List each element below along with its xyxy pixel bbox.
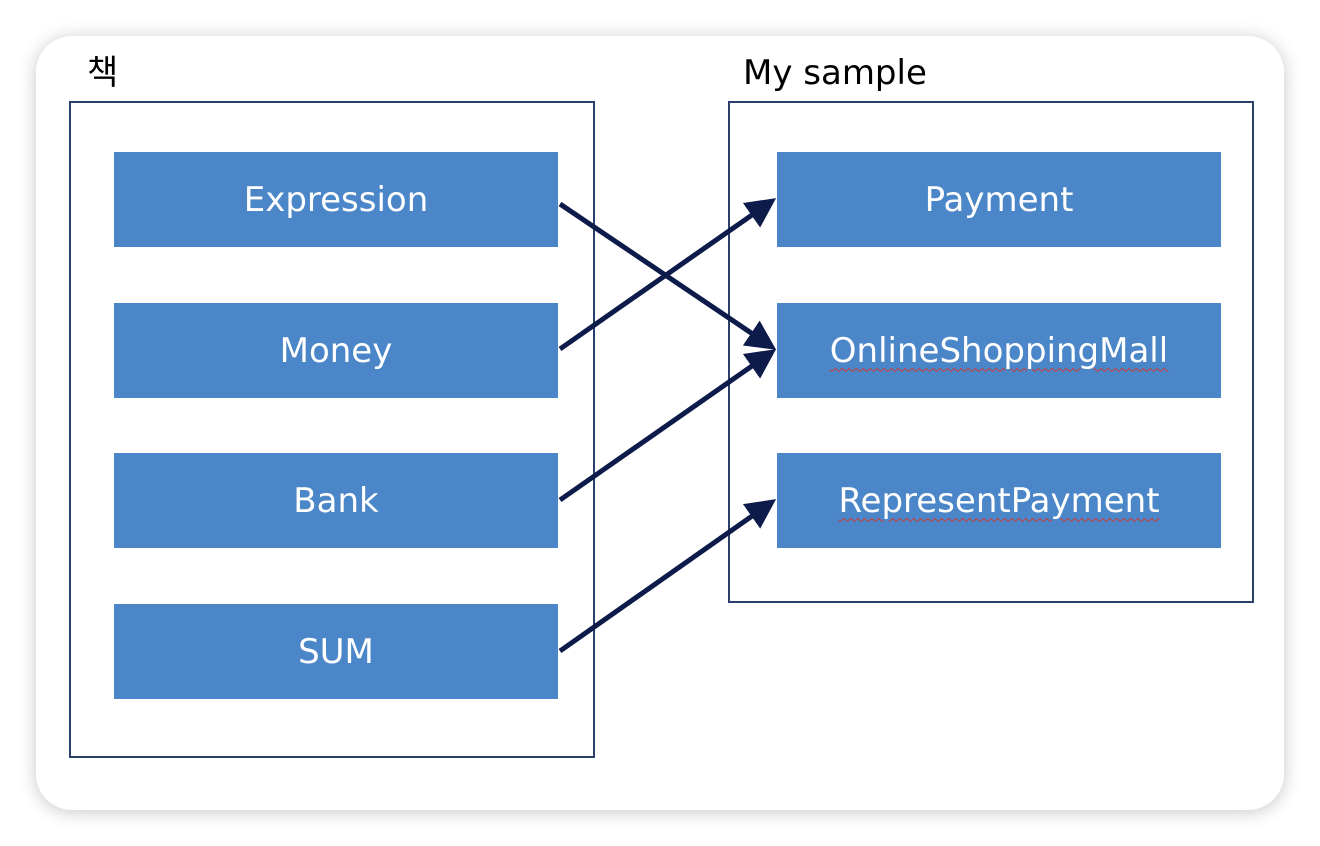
node-expression-label: Expression — [243, 179, 429, 220]
node-expression: Expression — [114, 152, 558, 247]
node-representpayment: RepresentPayment — [777, 453, 1221, 548]
node-onlineshoppingmall-label: OnlineShoppingMall — [829, 330, 1169, 371]
node-bank: Bank — [114, 453, 558, 548]
node-bank-label: Bank — [293, 480, 379, 521]
node-payment-label: Payment — [924, 179, 1074, 220]
node-onlineshoppingmall: OnlineShoppingMall — [777, 303, 1221, 398]
node-payment: Payment — [777, 152, 1221, 247]
left-group-title: 책 — [87, 53, 119, 93]
node-sum: SUM — [114, 604, 558, 699]
node-money: Money — [114, 303, 558, 398]
node-money-label: Money — [279, 330, 393, 371]
node-sum-label: SUM — [298, 631, 374, 672]
right-group-title: My sample — [743, 53, 927, 93]
node-representpayment-label: RepresentPayment — [838, 480, 1160, 521]
